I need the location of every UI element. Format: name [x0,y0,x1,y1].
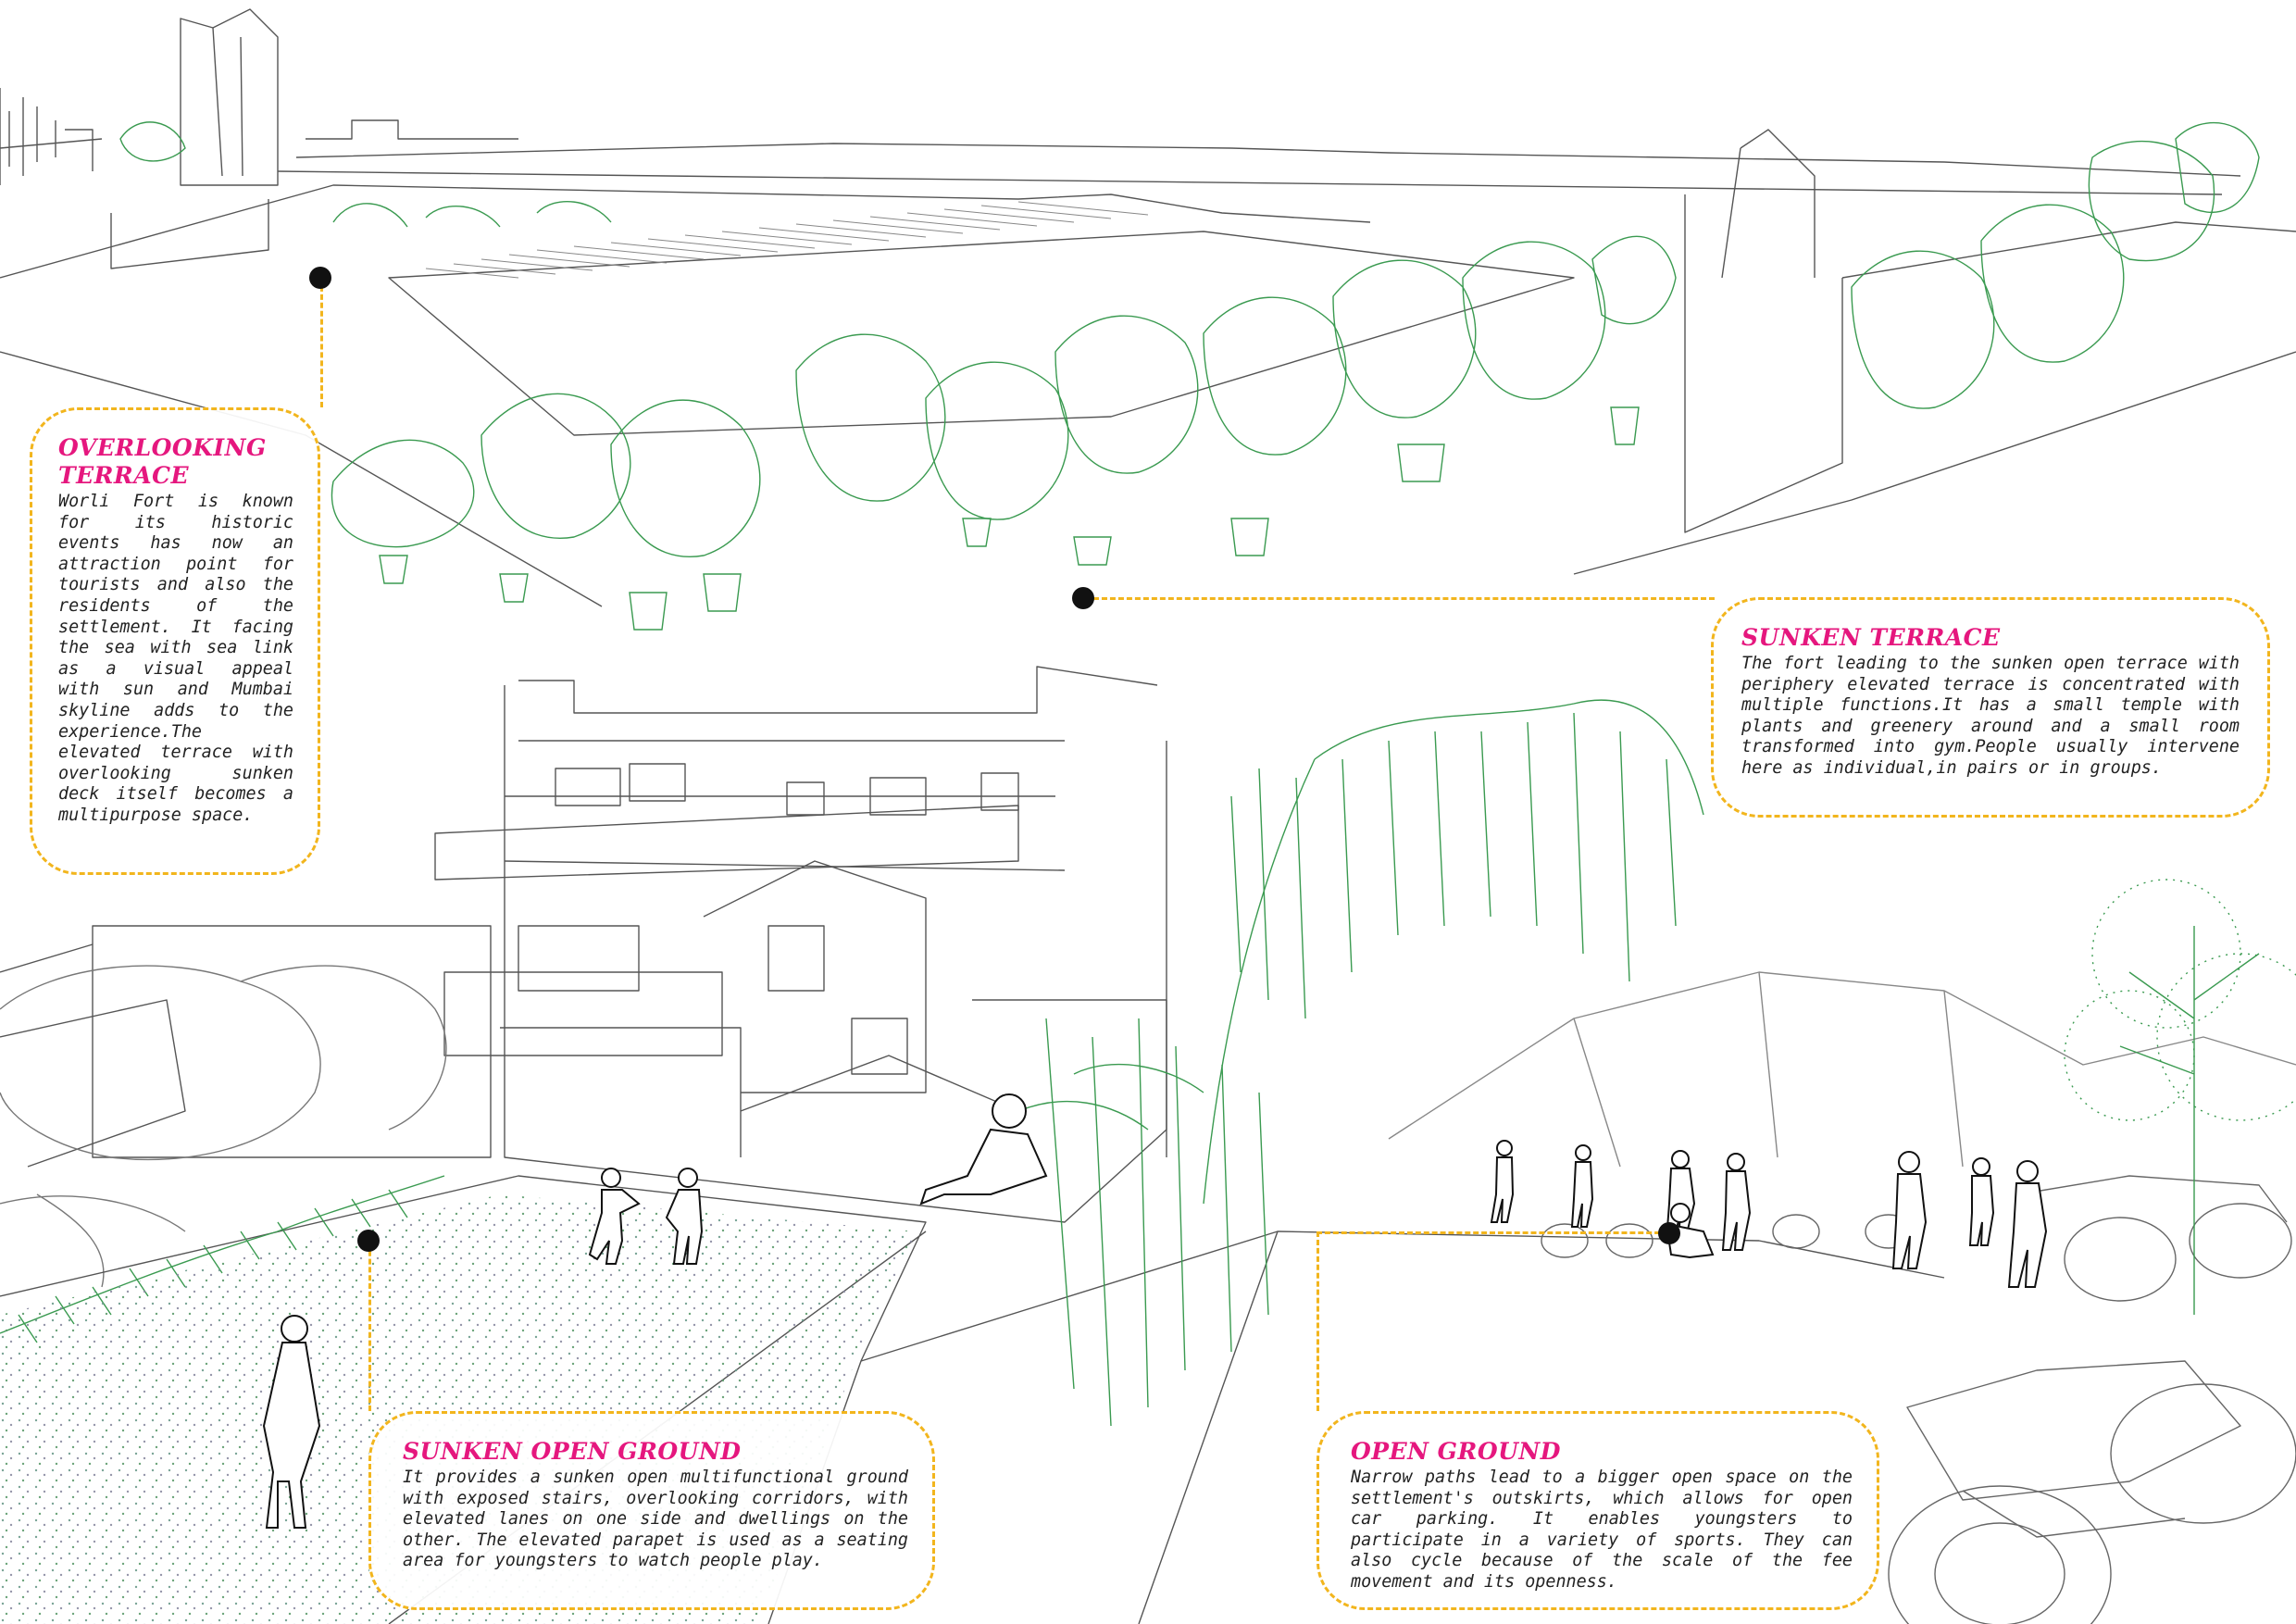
callout-title: SUNKEN OPEN GROUND [403,1438,742,1465]
callout-text: It provides a sunken open multifunctiona… [403,1468,908,1571]
fort-walls [0,129,2296,607]
child-running-2 [665,1168,704,1265]
tarpaulin-structure [1388,971,2296,1140]
marker-overlooking-terrace [309,267,331,289]
marker-sunken-open-ground [357,1230,380,1252]
callout-text: Worli Fort is known for its historic eve… [58,492,293,825]
child-running-1 [588,1168,641,1265]
callout-title: SUNKEN TERRACE [1741,624,2001,651]
settlement-buildings [0,666,1167,1223]
callout-text: Narrow paths lead to a bigger open space… [1351,1468,1853,1592]
sea-link-bridge [295,143,2241,177]
callout-open-ground: OPEN GROUND Narrow paths lead to a bigge… [1316,1411,1879,1610]
woman-standing [262,1315,321,1529]
marker-open-ground [1658,1222,1680,1244]
city-skyline [0,8,518,186]
people [262,1093,2048,1529]
callout-text: The fort leading to the sunken open terr… [1741,654,2240,778]
marker-sunken-terrace [1072,587,1094,609]
callout-title: OVERLOOKING TERRACE [58,434,267,489]
group-parking [1490,1140,2048,1288]
leader-overlooking-terrace [320,278,323,407]
leader-open-ground-v [1316,1231,1319,1411]
callout-sunken-terrace: SUNKEN TERRACE The fort leading to the s… [1711,597,2270,818]
person-sitting [919,1093,1048,1206]
leader-open-ground-h [1316,1231,1668,1234]
leader-sunken-open-ground [368,1243,371,1411]
leader-sunken-terrace [1085,597,1715,600]
rocks [0,965,447,1288]
callout-overlooking-terrace: OVERLOOKING TERRACE Worli Fort is known … [30,407,320,875]
callout-sunken-open-ground: SUNKEN OPEN GROUND It provides a sunken … [368,1411,935,1610]
roof-hatching [425,201,1149,279]
callout-title: OPEN GROUND [1351,1438,1561,1465]
